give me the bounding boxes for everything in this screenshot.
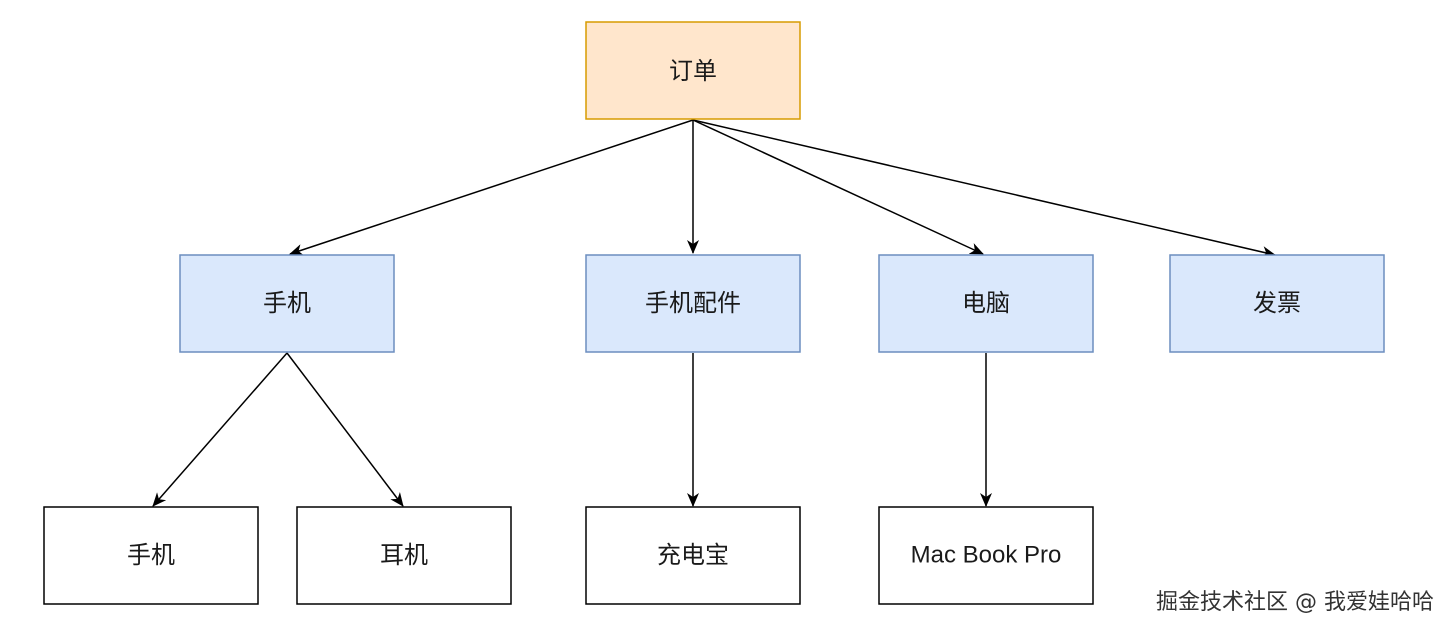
edges xyxy=(152,119,1276,507)
node-macbook-pro-box xyxy=(878,506,1094,605)
node-order: 订单 xyxy=(585,21,801,120)
edge-order-to-phone xyxy=(289,119,694,256)
node-computer-label: 电脑 xyxy=(962,289,1010,317)
node-phone: 手机 xyxy=(179,254,395,353)
node-phone-leaf: 手机 xyxy=(43,506,259,605)
node-invoice: 发票 xyxy=(1169,254,1385,353)
edge-phone-to-phone xyxy=(152,352,288,507)
node-phone-box xyxy=(179,254,395,353)
node-earphone-box xyxy=(296,506,512,605)
node-computer: 电脑 xyxy=(878,254,1094,353)
node-order-box xyxy=(585,21,801,120)
node-power-bank-label: 充电宝 xyxy=(657,541,729,569)
node-power-bank-box xyxy=(585,506,801,605)
node-order-label: 订单 xyxy=(669,57,717,85)
node-phone-accessories-label: 手机配件 xyxy=(645,289,741,317)
node-power-bank: 充电宝 xyxy=(585,506,801,605)
node-invoice-label: 发票 xyxy=(1253,289,1301,317)
edge-order-to-invoice xyxy=(692,119,1276,258)
node-computer-box xyxy=(878,254,1094,353)
edge-phone-to-earphone xyxy=(286,352,404,507)
edge-order-to-computer xyxy=(692,119,984,255)
node-macbook-pro: Mac Book Pro xyxy=(878,506,1094,605)
node-earphone: 耳机 xyxy=(296,506,512,605)
node-phone-accessories: 手机配件 xyxy=(585,254,801,353)
node-phone-label: 手机 xyxy=(263,289,311,317)
node-phone-leaf-label: 手机 xyxy=(127,541,175,569)
watermark-text: 掘金技术社区 @ 我爱娃哈哈 xyxy=(1156,590,1434,615)
node-invoice-box xyxy=(1169,254,1385,353)
node-phone-leaf-box xyxy=(43,506,259,605)
node-earphone-label: 耳机 xyxy=(380,541,428,569)
node-phone-accessories-box xyxy=(585,254,801,353)
node-macbook-pro-label: Mac Book Pro xyxy=(911,542,1062,569)
